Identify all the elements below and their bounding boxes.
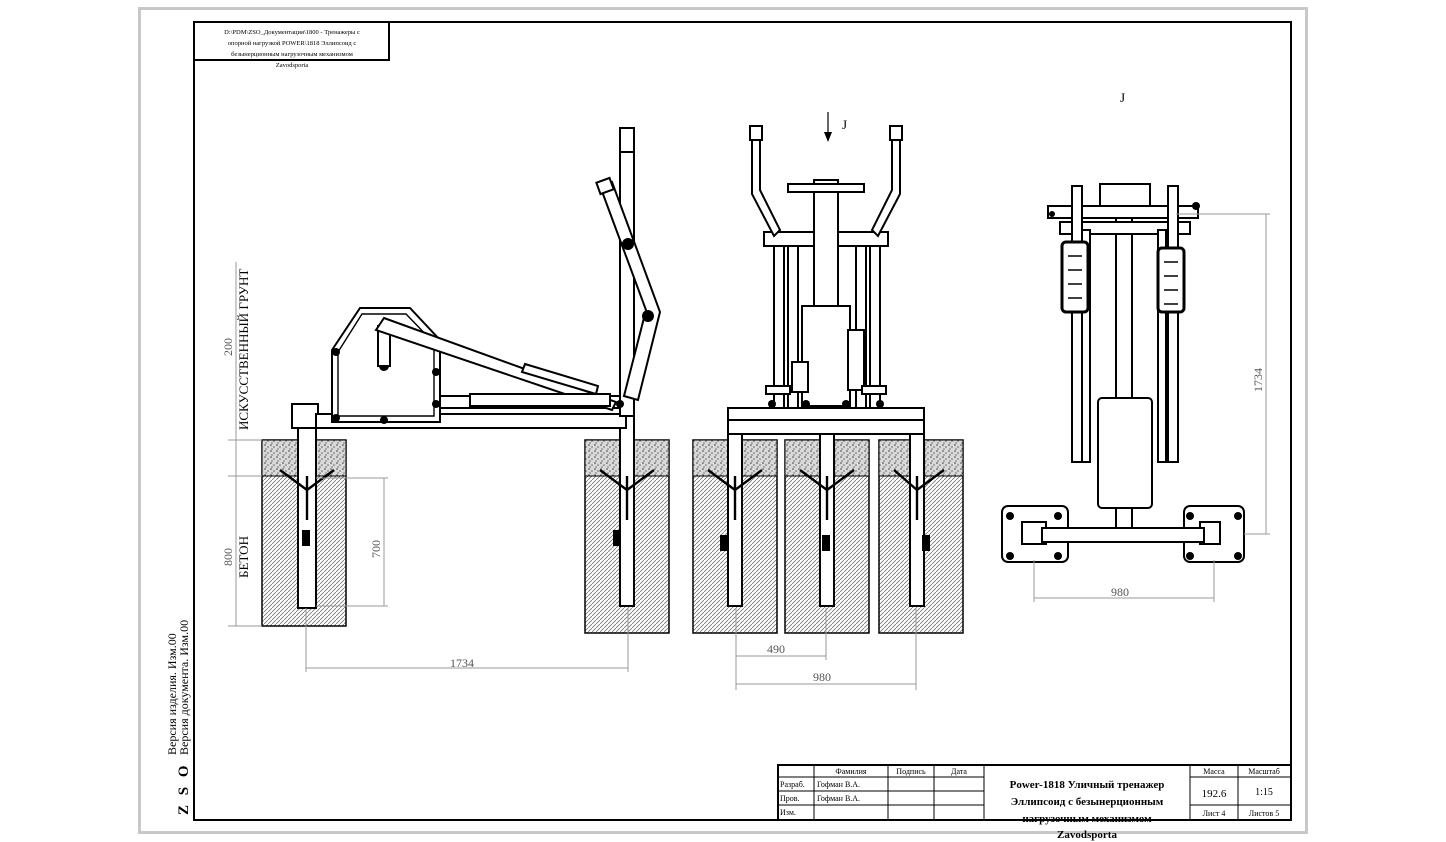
front-crossbar [727, 407, 925, 421]
drawing-frame [193, 21, 1292, 821]
anchor-plate [613, 530, 621, 546]
side-dimensions: 200 ИСКУССТВЕННЫЙ ГРУНТ 800 БЕТОН 700 17… [221, 262, 629, 672]
paper-border [138, 7, 1308, 834]
title-line: Эллипсоид с безынерционным [1011, 796, 1164, 808]
scale-value: 1:15 [1255, 787, 1273, 798]
doc-version-label: Версия документа. Изм.00 [177, 620, 191, 755]
top-width-dimension: 980 [1111, 585, 1129, 599]
pedal-link [374, 316, 618, 412]
row-role: Пров. [780, 794, 800, 803]
title-line: нагрузочным механизмом [1022, 813, 1152, 825]
path-note-line: безынерционным нагрузочным механизмом [231, 51, 353, 58]
console [1099, 183, 1151, 209]
path-note-line: D:\PDM\ZSO_Документация\1800 - Тренажеры… [224, 29, 360, 36]
rail [1071, 185, 1083, 463]
view-arrow-label: J [842, 117, 847, 132]
side-length-dimension: 1734 [450, 656, 474, 670]
rail [1167, 185, 1179, 463]
item-version-label: Версия изделия. Изм.00 [165, 633, 179, 755]
side-view [261, 127, 670, 634]
right-arm [870, 129, 901, 238]
path-note-line: опорной нагрузкой POWER\1818 Эллипсоид с [228, 40, 357, 47]
header-signature: Подпись [896, 767, 926, 776]
logo-text: Z S O [176, 762, 192, 815]
rear-foot [291, 403, 319, 429]
row-role: Разраб. [780, 780, 805, 789]
fixed-handlebar [787, 183, 865, 193]
header-surname: Фамилия [835, 767, 866, 776]
top-dimensions: 1734 980 [1033, 213, 1270, 602]
pedal-top [1060, 240, 1090, 314]
seat-housing-top [1097, 397, 1153, 509]
anchor-bracket [279, 469, 335, 520]
seat-housing [801, 305, 851, 407]
front-outer-dimension: 980 [813, 670, 831, 684]
mass-value: 192.6 [1202, 788, 1227, 800]
concrete-layer-label: БЕТОН [236, 536, 251, 578]
title-line: Power-1818 Уличный тренажер [1010, 779, 1165, 791]
row-name: Гофман В.А. [817, 794, 860, 803]
top-length-dimension: 1734 [1251, 368, 1265, 392]
anchor-bracket [599, 469, 655, 520]
front-inner-dimension: 490 [767, 642, 785, 656]
sheets-label: Листов 5 [1249, 809, 1279, 818]
front-view: J [692, 112, 964, 634]
lower-rail [469, 393, 611, 407]
concrete-depth-dimension: 800 [221, 548, 235, 566]
post-depth-dimension: 700 [369, 540, 383, 558]
base-crossbar [1041, 527, 1205, 543]
left-arm [751, 129, 782, 238]
title-block: Фамилия Подпись Дата Разраб. Гофман В.А.… [777, 764, 1292, 841]
anchor-plate [302, 530, 310, 546]
row-name: Гофман В.А. [817, 780, 860, 789]
path-note: D:\PDM\ZSO_Документация\1800 - Тренажеры… [193, 21, 390, 69]
ground-depth-dimension: 200 [221, 338, 235, 356]
sheet-label: Лист 4 [1203, 809, 1226, 818]
view-title: J [1120, 90, 1125, 105]
top-view: J [1001, 90, 1245, 563]
side-labels: Z S O Версия документа. Изм.00 Версия из… [165, 620, 192, 815]
path-note-line: Zavodsporta [276, 62, 309, 69]
mass-label: Масса [1203, 767, 1225, 776]
front-dimensions: 490 980 [735, 608, 917, 690]
ground-layer-label: ИСКУССТВЕННЫЙ ГРУНТ [236, 269, 251, 430]
grip-top [619, 127, 635, 153]
scale-label: Масштаб [1248, 767, 1280, 776]
row-role: Изм. [780, 808, 796, 817]
pedal-top [1156, 246, 1186, 314]
title-line: Zavodsporta [1057, 829, 1117, 841]
header-date: Дата [951, 767, 967, 776]
